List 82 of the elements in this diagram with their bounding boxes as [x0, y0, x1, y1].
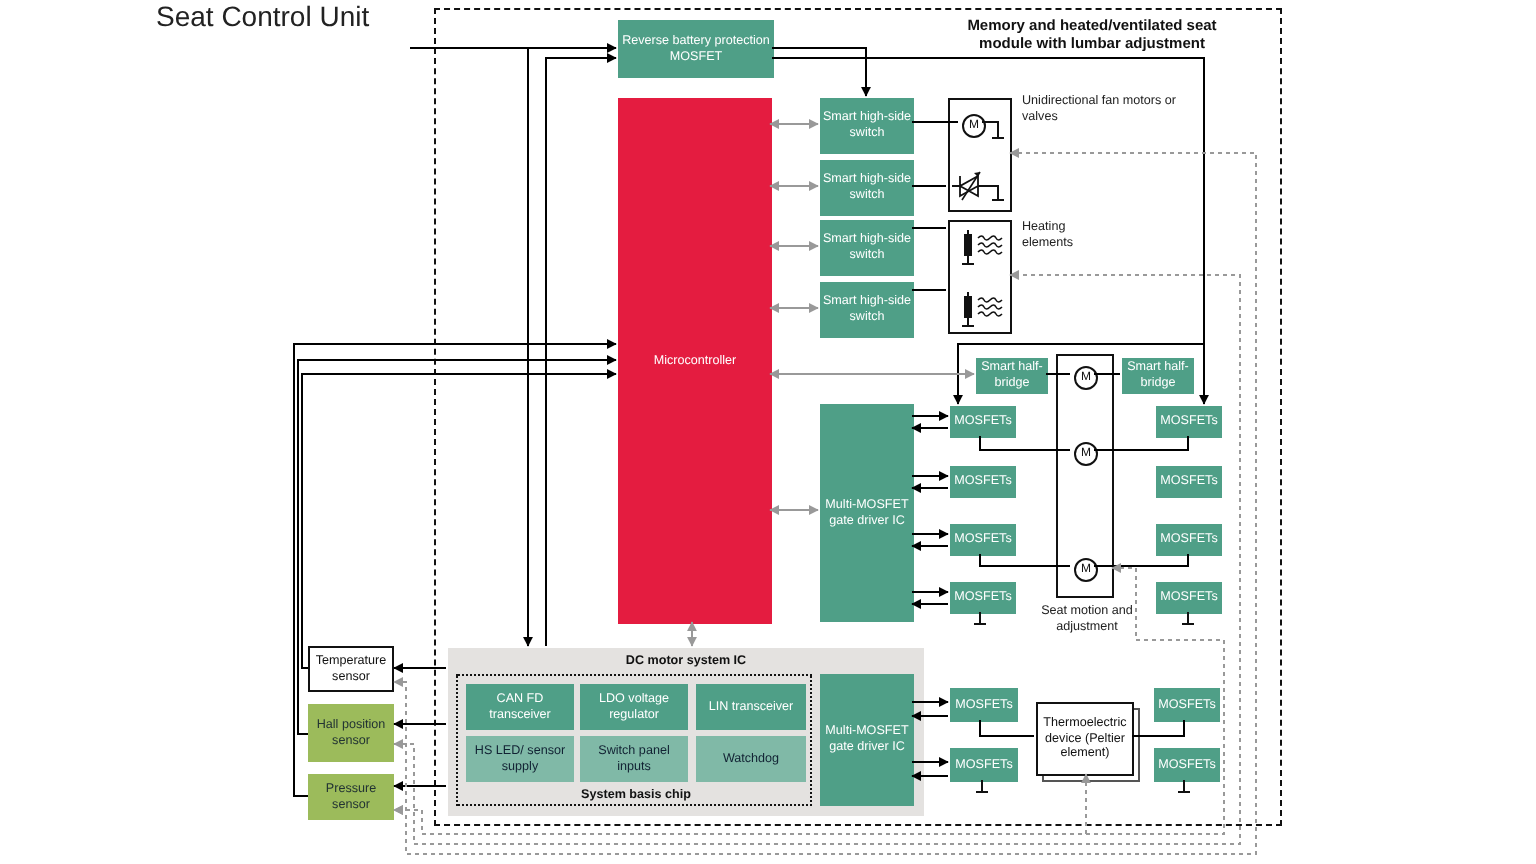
connector-line — [1093, 435, 1189, 451]
ic-panel — [448, 648, 924, 816]
mosfet-block — [950, 748, 1018, 782]
arrow — [911, 711, 949, 721]
motor-symbol — [1074, 366, 1098, 390]
mosfet-block — [1156, 466, 1222, 498]
function-block — [820, 220, 914, 276]
sensor-box — [308, 774, 394, 820]
arrow — [393, 663, 447, 673]
mosfet-block — [950, 688, 1018, 722]
sensor-box — [308, 704, 394, 762]
connector-line — [1131, 719, 1185, 737]
arrow — [769, 241, 819, 251]
arrow — [911, 471, 949, 481]
connector-line — [911, 289, 947, 291]
arrow — [911, 587, 949, 597]
connector-line — [911, 185, 947, 187]
mosfet-block — [1156, 524, 1222, 556]
mosfet-block — [1156, 406, 1222, 438]
arrow — [911, 771, 949, 781]
microcontroller-block — [618, 98, 772, 624]
arrow — [911, 411, 949, 421]
connector-line — [911, 121, 959, 123]
connector-line — [979, 435, 1071, 451]
motor-symbol — [1074, 558, 1098, 582]
mosfet-block — [1156, 582, 1222, 614]
mosfet-block — [950, 406, 1016, 438]
motor-symbol — [1074, 442, 1098, 466]
connector-line — [911, 227, 947, 229]
mosfet-block — [1154, 748, 1220, 782]
arrow — [769, 181, 819, 191]
arrow — [393, 270, 1241, 845]
arrow — [911, 423, 949, 433]
function-block — [820, 160, 914, 216]
function-block — [580, 684, 688, 730]
arrow — [393, 773, 1091, 835]
arrow — [911, 599, 949, 609]
function-block — [820, 282, 914, 338]
function-block — [618, 20, 774, 78]
arrow — [687, 621, 697, 647]
function-block — [696, 736, 806, 782]
arrow — [293, 339, 617, 797]
function-block — [466, 684, 574, 730]
motor-symbol — [962, 114, 986, 138]
sensor-box — [308, 646, 394, 692]
mosfet-block — [950, 524, 1016, 556]
thermoelectric-box — [1036, 702, 1134, 776]
function-block — [580, 736, 688, 782]
function-block — [696, 684, 806, 730]
mosfet-block — [1154, 688, 1220, 722]
arrow — [545, 53, 617, 647]
arrow — [393, 719, 447, 729]
chip-boundary — [456, 674, 812, 806]
mosfet-block — [950, 582, 1016, 614]
mosfet-block — [950, 466, 1016, 498]
arrow — [523, 47, 533, 647]
arrow — [911, 697, 949, 707]
arrow — [911, 529, 949, 539]
connector-line — [1093, 373, 1121, 375]
arrow — [409, 43, 617, 53]
function-block — [466, 736, 574, 782]
connector-line — [1093, 553, 1189, 567]
arrow — [769, 119, 819, 129]
arrow — [297, 355, 617, 735]
module-boundary — [434, 8, 1282, 826]
connector-line — [979, 553, 1071, 567]
function-block — [820, 98, 914, 154]
arrow — [393, 781, 447, 791]
function-block — [820, 674, 914, 806]
function-block — [820, 404, 914, 622]
arrow — [771, 47, 871, 97]
diagram-title: Seat Control Unit — [156, 0, 370, 32]
connector-line — [979, 719, 1035, 737]
arrow — [769, 303, 819, 313]
arrow — [911, 483, 949, 493]
arrow — [769, 505, 819, 515]
arrow — [301, 369, 617, 669]
arrow — [911, 541, 949, 551]
arrow — [769, 369, 975, 379]
connector-line — [1045, 373, 1071, 375]
arrow — [911, 757, 949, 767]
arrow — [393, 148, 1257, 855]
